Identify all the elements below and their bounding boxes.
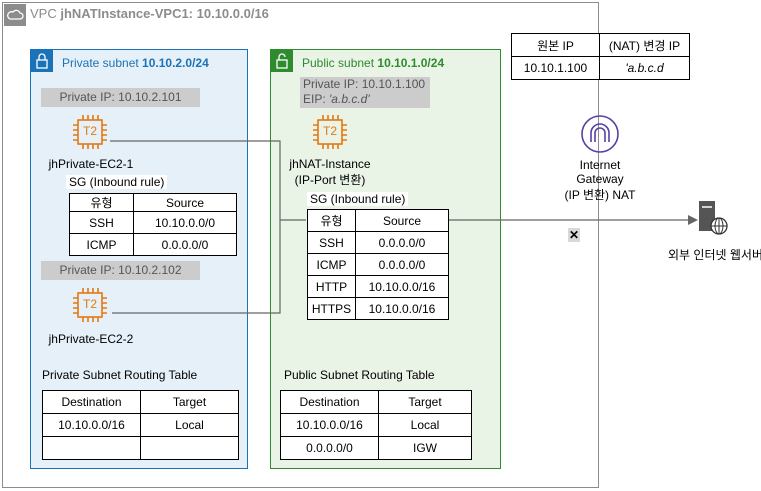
table-cell: 10.10.0.0/16 [42, 413, 141, 437]
table-row: HTTP 10.10.0.0/16 [307, 275, 449, 298]
table-row: ICMP 0.0.0.0/0 [69, 233, 237, 256]
table-cell: 10.10.0.0/0 [133, 211, 237, 234]
table-header-cell: Target [378, 390, 472, 414]
public-routing-table: Destination Target 10.10.0.0/16 Local 0.… [280, 390, 472, 460]
nat-chip-label: T2 [322, 124, 337, 138]
ip-translation-table: 원본 IP (NAT) 변경 IP 10.10.1.100 'a.b.c.d [511, 33, 690, 80]
close-icon: ✕ [568, 228, 580, 242]
table-cell: 10.10.0.0/16 [355, 275, 449, 298]
nat-private-ip: Private IP: 10.10.1.100 [303, 77, 426, 91]
public-routing-title: Public Subnet Routing Table [284, 368, 435, 382]
public-sg-title: SG (Inbound rule) [307, 192, 409, 206]
table-row: 10.10.1.100 'a.b.c.d [511, 56, 690, 80]
table-cell: 0.0.0.0/0 [133, 233, 237, 256]
table-cell: IGW [378, 436, 472, 460]
table-header-cell: Destination [280, 390, 379, 414]
private-routing-table: Destination Target 10.10.0.0/16 Local [42, 390, 239, 460]
table-row: SSH 0.0.0.0/0 [307, 231, 449, 254]
nat-eip: EIP: 'a.b.c.d' [303, 92, 370, 106]
table-header-cell: 원본 IP [511, 33, 600, 57]
table-cell [42, 436, 141, 460]
table-header-cell: Destination [42, 390, 141, 414]
vpc-title: VPC jhNATInstance-VPC1: 10.10.0.0/16 [30, 6, 269, 21]
table-cell: 0.0.0.0/0 [280, 436, 379, 460]
igw-line1: Internet [579, 158, 621, 172]
ec2-2-name: jhPrivate-EC2-2 [48, 332, 134, 346]
table-row: HTTPS 10.10.0.0/16 [307, 297, 449, 320]
private-routing-title: Private Subnet Routing Table [42, 368, 198, 382]
igw-line2: Gateway [576, 172, 624, 186]
table-cell [140, 436, 239, 460]
table-cell: ICMP [307, 253, 356, 276]
nat-name: jhNAT-Instance [289, 157, 371, 171]
table-header-row: 유형 Source [307, 209, 449, 232]
nat-subname: (IP-Port 변환) [294, 173, 366, 187]
ec2-1-chip-label: T2 [82, 124, 97, 138]
table-cell: 10.10.0.0/16 [355, 297, 449, 320]
table-cell: HTTP [307, 275, 356, 298]
table-cell: 0.0.0.0/0 [355, 253, 449, 276]
table-row: ICMP 0.0.0.0/0 [307, 253, 449, 276]
private-sg-table: 유형 Source SSH 10.10.0.0/0 ICMP 0.0.0.0/0 [69, 193, 237, 256]
private-lock-icon [31, 50, 53, 72]
table-header-row: Destination Target [280, 390, 472, 414]
ec2-2-chip-label: T2 [82, 297, 97, 311]
table-cell: 0.0.0.0/0 [355, 231, 449, 254]
table-cell: 'a.b.c.d [599, 56, 690, 80]
table-header-cell: (NAT) 변경 IP [599, 33, 690, 57]
table-cell: HTTPS [307, 297, 356, 320]
table-cell: 10.10.0.0/16 [280, 413, 379, 437]
ec2-2-private-ip: Private IP: 10.10.2.102 [41, 261, 200, 280]
table-header-row: 유형 Source [69, 193, 237, 212]
table-cell: ICMP [69, 233, 134, 256]
vpc-cloud-icon [4, 4, 26, 26]
table-header-row: 원본 IP (NAT) 변경 IP [511, 33, 690, 57]
table-row: 10.10.0.0/16 Local [42, 413, 239, 437]
private-sg-title: SG (Inbound rule) [66, 175, 168, 189]
nat-chip-icon [313, 115, 347, 149]
table-header-cell: 유형 [69, 193, 134, 212]
table-header-cell: 유형 [307, 209, 356, 232]
table-cell: 10.10.1.100 [511, 56, 600, 80]
internet-gateway-icon [581, 115, 619, 153]
ec2-1-name: jhPrivate-EC2-1 [48, 157, 134, 171]
table-header-cell: Source [355, 209, 449, 232]
table-row: 0.0.0.0/0 IGW [280, 436, 472, 460]
private-subnet-title: Private subnet 10.10.2.0/24 [62, 56, 209, 70]
table-header-cell: Target [140, 390, 239, 414]
ec2-2-chip-icon [73, 288, 107, 322]
table-row: 10.10.0.0/16 Local [280, 413, 472, 437]
table-header-cell: Source [133, 193, 237, 212]
public-subnet-title: Public subnet 10.10.1.0/24 [302, 56, 445, 70]
public-sg-table: 유형 Source SSH 0.0.0.0/0 ICMP 0.0.0.0/0 H… [307, 209, 449, 320]
nat-ip-label: Private IP: 10.10.1.100 EIP: 'a.b.c.d' [300, 77, 430, 108]
igw-line3: (IP 변환) NAT [564, 188, 636, 202]
table-row: SSH 10.10.0.0/0 [69, 211, 237, 234]
table-cell: SSH [307, 231, 356, 254]
table-row [42, 436, 239, 460]
table-header-row: Destination Target [42, 390, 239, 414]
web-server-icon [699, 201, 728, 235]
web-server-label: 외부 인터넷 웹서버 [668, 248, 761, 262]
public-lock-icon [271, 50, 293, 72]
ec2-1-private-ip: Private IP: 10.10.2.101 [41, 88, 200, 107]
table-cell: SSH [69, 211, 134, 234]
table-cell: Local [140, 413, 239, 437]
table-cell: Local [378, 413, 472, 437]
ec2-1-chip-icon [73, 115, 107, 149]
vpc-container [2, 2, 599, 488]
